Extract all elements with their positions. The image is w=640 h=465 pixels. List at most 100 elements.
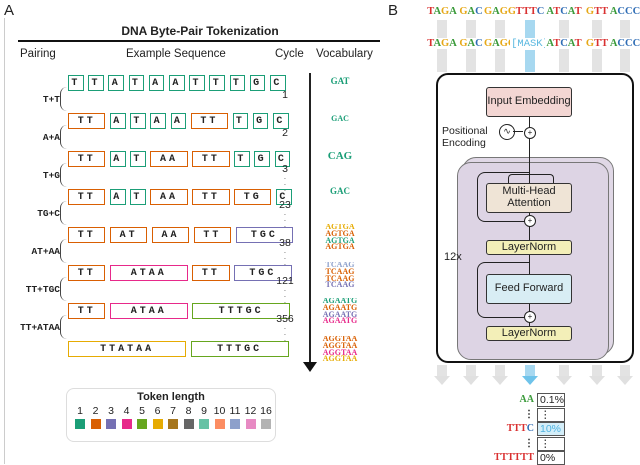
token-box: A (148, 75, 165, 91)
token-box: ATAA (109, 265, 188, 281)
pairing-label: TG+C (37, 208, 60, 219)
pairing-arrow-icon (60, 201, 67, 225)
token-text: TTTC (506, 423, 534, 434)
token-box: AA (151, 227, 190, 243)
cycle-label: 121 (276, 275, 294, 287)
repeat-label: 12x (444, 251, 462, 263)
legend-swatch (245, 419, 256, 429)
token-box: T (130, 189, 146, 205)
cycle-label: 1 (282, 89, 288, 101)
pairing-label: T+T (42, 94, 60, 105)
panel-a-label: A (4, 2, 15, 19)
pairing-arrow-icon (60, 277, 67, 301)
output-arrow-icon (556, 376, 572, 385)
input-token: TTTC (500, 6, 560, 17)
pairing-arrow-icon (60, 163, 67, 187)
token-box: A (150, 113, 166, 129)
token-box: A (109, 189, 126, 205)
token-box: T (232, 113, 249, 129)
add-icon-ff: + (524, 311, 536, 323)
token-box: T (88, 75, 104, 91)
legend-label: 5 (139, 405, 145, 417)
legend-swatch (214, 419, 225, 429)
token-text: ACCC (608, 38, 640, 49)
token-box: A (169, 75, 185, 91)
token-box: TT (68, 189, 106, 205)
output-column (620, 365, 630, 377)
token-box: ATAA (109, 303, 188, 319)
cycle-label: 23 (279, 199, 291, 211)
input-token: GAGG (470, 6, 530, 17)
token-box: G (252, 113, 269, 129)
pairing-label: A+A (42, 132, 60, 143)
token-box: T (229, 75, 246, 91)
output-token: AA (470, 394, 534, 405)
legend-swatch (121, 419, 132, 429)
vocab-wordcloud: GAT (330, 76, 350, 86)
masked-token: TAGA (412, 38, 472, 49)
token-box: TT (68, 265, 106, 281)
header-cycle: Cycle (275, 48, 304, 60)
ellipsis: ··· (283, 324, 287, 345)
output-column (495, 365, 505, 377)
token-box: A (108, 75, 125, 91)
pairing-label: TT+TGC (25, 284, 60, 295)
token-box: C (273, 113, 289, 129)
pairing-arrow-icon (60, 315, 67, 339)
token-text: ACCC (608, 6, 640, 17)
legend-swatch (90, 419, 101, 429)
token-text: GAC (458, 6, 484, 17)
token-text: GTT (584, 38, 610, 49)
token-text: TTTC (514, 6, 546, 17)
legend-swatch (152, 419, 163, 429)
legend-swatch (199, 419, 209, 429)
token-box: TGC (234, 265, 292, 281)
ellipsis: ··· (283, 248, 287, 269)
legend-swatch (75, 419, 85, 429)
input-token: GAC (441, 6, 501, 17)
masked-token: GTT (567, 38, 627, 49)
output-arrow-icon (589, 376, 605, 385)
pairing-arrow-icon (60, 87, 67, 111)
token-box: T (234, 151, 250, 167)
cycle-arrow-head-icon (303, 362, 317, 372)
token-text: GAC (458, 38, 484, 49)
legend-label: 6 (154, 405, 161, 417)
ellipsis: ··· (283, 174, 287, 195)
output-column (592, 365, 602, 377)
token-box: A (109, 151, 126, 167)
masked-token: ACCC (595, 38, 640, 49)
token-box: G (254, 151, 270, 167)
cycle-label: 356 (276, 313, 294, 325)
output-column (466, 365, 476, 377)
token-text: TAGA (426, 6, 458, 17)
output-arrow-icon (463, 376, 479, 385)
output-token: TTTTTT (470, 452, 534, 463)
cycle-arrow-line (309, 73, 311, 365)
token-box: T (209, 75, 226, 91)
token-box: T (130, 113, 146, 129)
ellipsis: ··· (283, 286, 287, 307)
token-box: TT (68, 227, 106, 243)
legend-label: 8 (185, 405, 192, 417)
output-arrow-icon (522, 376, 538, 385)
panel-b-label: B (388, 2, 399, 19)
token-box: TTTGC (192, 303, 291, 319)
probability-cell: ⋮ (537, 407, 565, 422)
token-box: C (274, 151, 291, 167)
pairing-arrow-icon (60, 125, 67, 149)
pairing-label: AT+AA (31, 246, 60, 257)
probability-cell: 0.1% (537, 393, 565, 407)
legend-swatch (183, 419, 194, 429)
input-token: ACCC (595, 6, 640, 17)
token-text: ATCAT (545, 38, 583, 49)
legend-label: 3 (108, 405, 114, 417)
token-text: AA (519, 394, 534, 405)
legend-label: 11 (229, 405, 241, 417)
cycle-label: 2 (282, 127, 288, 139)
token-box: AA (150, 189, 188, 205)
probability-cell: 0% (537, 451, 565, 465)
pairing-label: TT+ATAA (20, 322, 60, 333)
